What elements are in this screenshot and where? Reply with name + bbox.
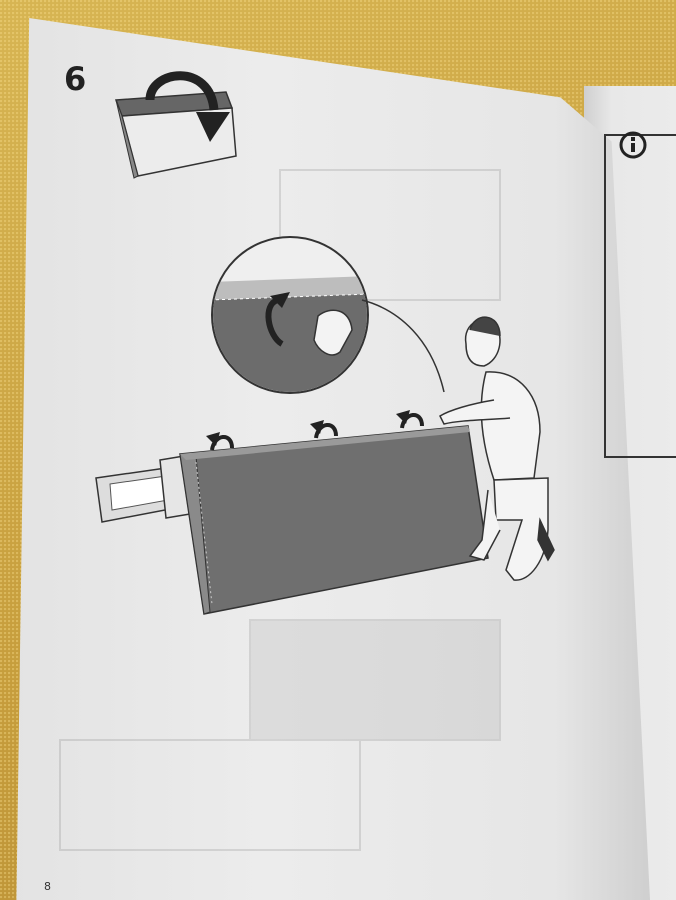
kneeling-person: [439, 316, 555, 581]
frame-bracket: [95, 455, 191, 523]
step-number: 6: [64, 60, 87, 98]
info-icon: [619, 131, 647, 159]
ghost-drawings: [59, 169, 501, 851]
rotate-arrow-icon: [145, 71, 219, 111]
strap-loop-icon: [265, 297, 284, 347]
cover-panel: [179, 425, 489, 615]
step-thumbnail: [114, 91, 237, 179]
zoom-pointer-line: [361, 299, 445, 393]
page-number: 8: [44, 880, 51, 893]
rotate-arrowhead: [196, 112, 230, 142]
zoom-detail-circle: [211, 236, 369, 394]
strap-loops: [210, 413, 424, 451]
